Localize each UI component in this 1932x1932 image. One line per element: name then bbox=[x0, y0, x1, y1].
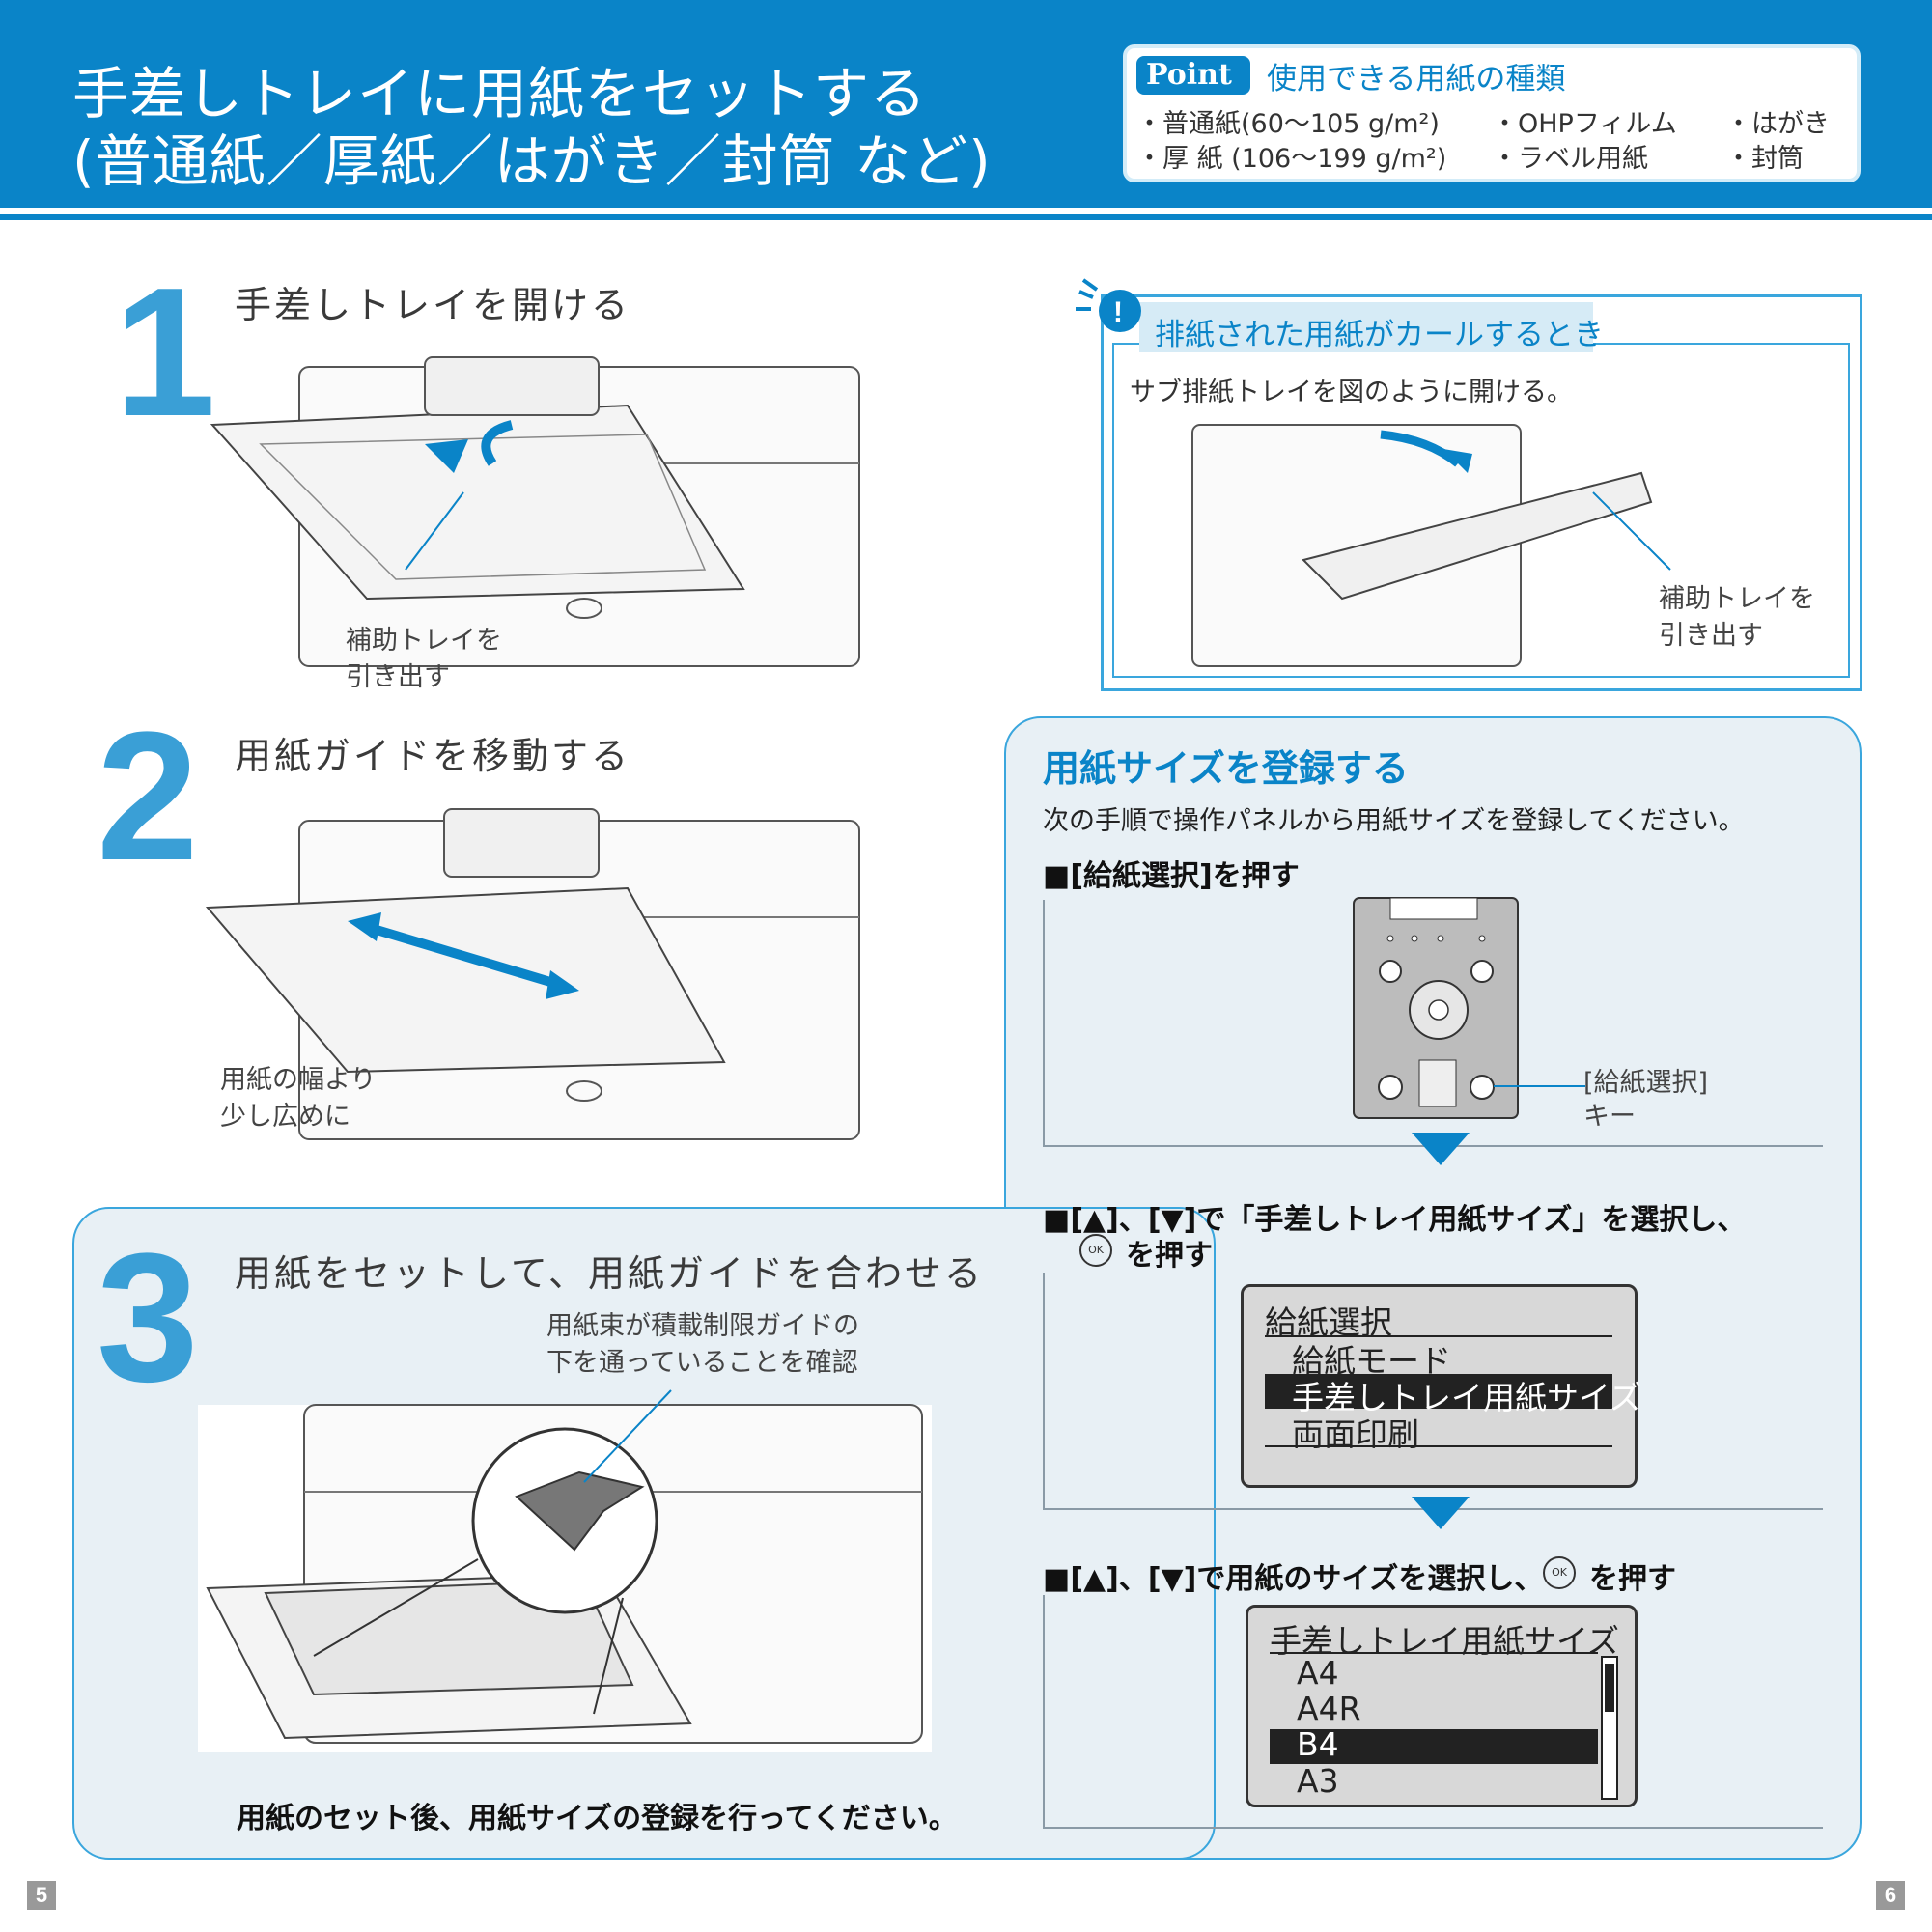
point-item: ・はがき bbox=[1725, 109, 1830, 139]
step-number-3: 3 bbox=[97, 1216, 199, 1420]
curl-note-title: 排紙された用紙がカールするとき bbox=[1155, 318, 1604, 352]
frame-a-left bbox=[1043, 900, 1045, 1146]
step1-caption-line1: 補助トレイを bbox=[346, 626, 502, 656]
lcd2-item-0: A4 bbox=[1297, 1654, 1339, 1692]
step1-caption-line2: 引き出す bbox=[346, 662, 450, 692]
arrow-down-1 bbox=[1412, 1133, 1470, 1165]
step3-caption-line1: 用紙束が積載制限ガイドの bbox=[546, 1311, 859, 1341]
page-title-line1: 手差しトレイに用紙をセットする bbox=[72, 61, 928, 126]
lcd2-scrollbar-thumb[interactable] bbox=[1605, 1664, 1614, 1712]
lcd2-scrollbar[interactable] bbox=[1601, 1656, 1618, 1800]
step3-bottom-note: 用紙のセット後、用紙サイズの登録を行ってください。 bbox=[237, 1802, 958, 1835]
lcd1-line-0: 給紙選択 bbox=[1265, 1303, 1392, 1341]
frame-b-left bbox=[1043, 1273, 1045, 1509]
svg-text:!: ! bbox=[1113, 296, 1123, 328]
sub-output-tray-illustration bbox=[1191, 424, 1671, 667]
key-leader-line bbox=[1494, 1085, 1585, 1087]
curl-note-title-bar bbox=[1139, 302, 1593, 352]
point-badge: Point ▶▶ bbox=[1136, 56, 1250, 129]
step2-caption-line1: 用紙の幅より bbox=[220, 1065, 377, 1095]
page-number-left: 5 bbox=[27, 1881, 56, 1910]
alert-icon: ! bbox=[1076, 278, 1141, 332]
step-title-2: 用紙ガイドを移動する bbox=[235, 735, 631, 777]
lcd-manual-tray-size: 手差しトレイ用紙サイズ A4 A4R B4 A3 bbox=[1246, 1605, 1638, 1807]
register-step-b-line2: を押す bbox=[1126, 1239, 1213, 1273]
ok-icon: OK bbox=[1543, 1556, 1576, 1589]
header-rule bbox=[0, 214, 1932, 220]
arrow-down-2 bbox=[1412, 1497, 1470, 1529]
lcd2-item-3: A3 bbox=[1297, 1762, 1339, 1800]
point-item: ・厚 紙 (106～199 g/m²) bbox=[1136, 144, 1447, 174]
curl-note-text: サブ排紙トレイを図のように開ける。 bbox=[1130, 378, 1573, 407]
register-title: 用紙サイズを登録する bbox=[1043, 747, 1409, 790]
lcd1-underline bbox=[1265, 1335, 1612, 1337]
step-title-3: 用紙をセットして、用紙ガイドを合わせる bbox=[235, 1252, 984, 1295]
point-item: ・封筒 bbox=[1725, 144, 1804, 174]
frame-c-left bbox=[1043, 1595, 1045, 1827]
register-step-c-post: を押す bbox=[1589, 1562, 1676, 1596]
step-number-1: 1 bbox=[114, 250, 216, 455]
point-badge-label: Point bbox=[1146, 58, 1232, 92]
key-label-line1: [給紙選択] bbox=[1583, 1068, 1709, 1098]
lcd2-item-2-selected: B4 bbox=[1297, 1725, 1339, 1763]
step-number-2: 2 bbox=[97, 694, 199, 899]
paper-set-illustration bbox=[198, 1389, 932, 1752]
register-step-c-pre: ■[▲]、[▼]で用紙のサイズを選択し、 bbox=[1043, 1562, 1544, 1596]
paper-guide-illustration bbox=[205, 808, 860, 1140]
point-title: 使用できる用紙の種類 bbox=[1267, 62, 1566, 97]
page-number-right: 6 bbox=[1876, 1881, 1905, 1910]
curl-note-caption-line2: 引き出す bbox=[1659, 621, 1763, 651]
lcd1-highlight bbox=[1265, 1374, 1612, 1409]
lcd1-line-1: 給紙モード bbox=[1292, 1342, 1451, 1380]
register-step-a: ■[給紙選択]を押す bbox=[1043, 859, 1300, 893]
register-step-b-line1: ■[▲]、[▼]で「手差しトレイ用紙サイズ」を選択し、 bbox=[1043, 1203, 1747, 1237]
point-item: ・OHPフィルム bbox=[1492, 109, 1677, 139]
point-box: Point ▶▶ 使用できる用紙の種類 ・普通紙(60～105 g/m²) ・O… bbox=[1123, 44, 1861, 182]
page-title-line2: (普通紙／厚紙／はがき／封筒 など) bbox=[72, 128, 992, 194]
lcd2-highlight bbox=[1270, 1729, 1598, 1764]
register-intro: 次の手順で操作パネルから用紙サイズを登録してください。 bbox=[1043, 806, 1745, 836]
frame-c-bottom bbox=[1043, 1827, 1823, 1829]
key-label-line2: キー bbox=[1583, 1102, 1636, 1132]
control-panel-illustration bbox=[1353, 897, 1519, 1119]
printer-tray-open-illustration bbox=[210, 356, 860, 667]
curl-note-caption-line1: 補助トレイを bbox=[1659, 584, 1815, 614]
lcd1-line-3: 両面印刷 bbox=[1292, 1415, 1419, 1453]
lcd2-underline bbox=[1270, 1652, 1598, 1654]
ok-icon: OK bbox=[1079, 1234, 1112, 1267]
lcd1-line-2-selected: 手差しトレイ用紙サイズ bbox=[1292, 1379, 1642, 1416]
lcd2-item-1: A4R bbox=[1297, 1690, 1361, 1727]
lcd-paper-select: 給紙選択 給紙モード 手差しトレイ用紙サイズ 両面印刷 bbox=[1241, 1284, 1642, 1488]
step2-caption-line2: 少し広めに bbox=[220, 1102, 350, 1132]
point-item: ・普通紙(60～105 g/m²) bbox=[1136, 109, 1440, 139]
point-item: ・ラベル用紙 bbox=[1492, 144, 1648, 174]
step3-caption-line2: 下を通っていることを確認 bbox=[546, 1348, 858, 1378]
step-title-1: 手差しトレイを開ける bbox=[235, 284, 631, 326]
lcd1-underline-bottom bbox=[1265, 1445, 1612, 1447]
